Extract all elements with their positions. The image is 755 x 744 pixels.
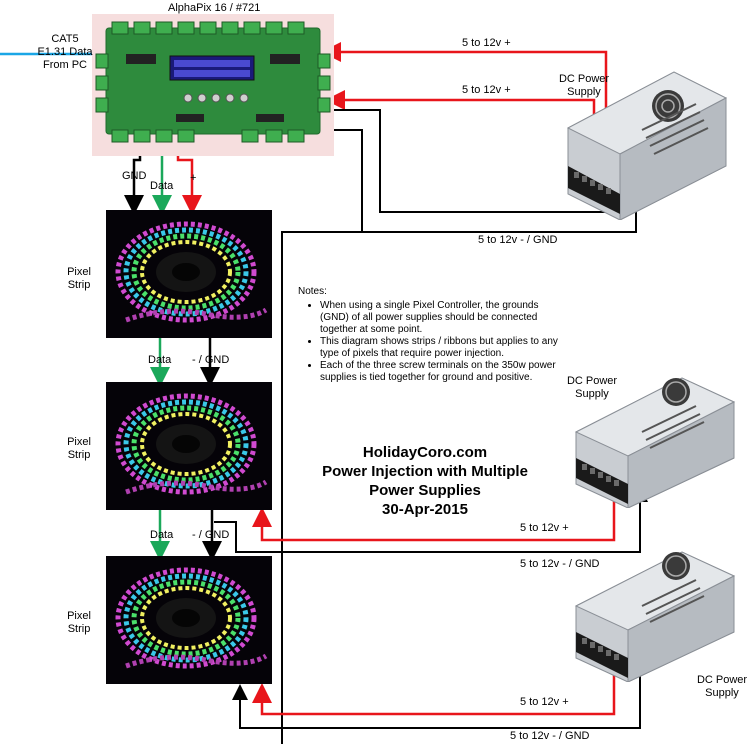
plus-wire-bot: [252, 664, 616, 716]
plus-label-mid: 5 to 12v +: [520, 522, 569, 534]
cat5-label: CAT5 E1.31 Data From PC: [30, 33, 100, 72]
ctrl-gnd-label: GND: [122, 170, 147, 182]
strip1-gnd-label: - / GND: [192, 354, 230, 366]
gnd-label-top: 5 to 12v - / GND: [478, 234, 558, 246]
pixel-strip-image-1: [106, 210, 272, 338]
psu-label-1-line2: Supply: [567, 86, 601, 98]
gnd-label-mid: 5 to 12v - / GND: [520, 558, 600, 570]
ground-bus: [281, 231, 362, 744]
ctrl-plus-label: +: [190, 172, 197, 184]
note-item: When using a single Pixel Controller, th…: [320, 300, 560, 336]
psu-label-1: DC Power Supply: [552, 73, 616, 99]
power-supply-image-2: [572, 358, 738, 513]
psu-label-2: DC Power Supply: [560, 375, 624, 401]
diagram-title: HolidayCoro.com Power Injection with Mul…: [290, 443, 560, 519]
note-item: This diagram shows strips / ribbons but …: [320, 336, 560, 360]
gnd-wire-bot: [232, 664, 641, 729]
psu-label-3: DC Power Supply: [690, 674, 754, 700]
strip-label-2-line2: Strip: [67, 449, 91, 461]
strip-label-2-line1: Pixel: [67, 436, 91, 448]
power-supply-image-3: [572, 532, 738, 687]
strip-label-3-line2: Strip: [67, 623, 91, 635]
pixel-strip-image-3: [106, 556, 272, 684]
ctrl-data-label: Data: [150, 180, 174, 192]
strip-label-3: Pixel Strip: [54, 610, 104, 636]
strip2-data-label: Data: [150, 529, 174, 541]
title-line1: HolidayCoro.com: [362, 444, 488, 461]
notes-list: When using a single Pixel Controller, th…: [298, 300, 560, 384]
strip-label-1-line1: Pixel: [67, 266, 91, 278]
pixel-strip-image-2: [106, 382, 272, 510]
title-line4: 30-Apr-2015: [382, 501, 468, 518]
gnd-label-bot: 5 to 12v - / GND: [510, 730, 590, 742]
plus-label-bot: 5 to 12v +: [520, 696, 569, 708]
notes-heading: Notes:: [298, 286, 327, 297]
strip-label-3-line1: Pixel: [67, 610, 91, 622]
power-supply-image-1: [564, 48, 730, 225]
plus-wire-mid: [252, 490, 616, 542]
strip1-data-label: Data: [148, 354, 172, 366]
controller-title: AlphaPix 16 / #721: [168, 2, 261, 14]
psu-label-3-line2: Supply: [705, 687, 739, 699]
psu-label-2-line2: Supply: [575, 388, 609, 400]
strip-label-1-line2: Strip: [67, 279, 91, 291]
strip-label-1: Pixel Strip: [54, 266, 104, 292]
note-item: Each of the three screw terminals on the…: [320, 360, 560, 384]
title-line2: Power Injection with Multiple: [322, 463, 528, 480]
cat5-line1: CAT5: [51, 33, 79, 45]
cat5-line3: From PC: [43, 59, 87, 71]
cat5-line2: E1.31 Data: [37, 46, 93, 58]
gnd-wire-mid: [214, 486, 648, 553]
plus-label-top-1: 5 to 12v +: [462, 37, 511, 49]
notes-block: Notes: When using a single Pixel Control…: [298, 286, 560, 384]
psu-label-3-line1: DC Power: [696, 674, 748, 686]
title-line3: Power Supplies: [369, 482, 481, 499]
strip2-gnd-label: - / GND: [192, 529, 230, 541]
psu-label-2-line1: DC Power: [566, 375, 618, 387]
alphapix-controller: [92, 14, 334, 156]
strip-label-2: Pixel Strip: [54, 436, 104, 462]
psu-label-1-line1: DC Power: [558, 73, 610, 85]
plus-label-top-2: 5 to 12v +: [462, 84, 511, 96]
